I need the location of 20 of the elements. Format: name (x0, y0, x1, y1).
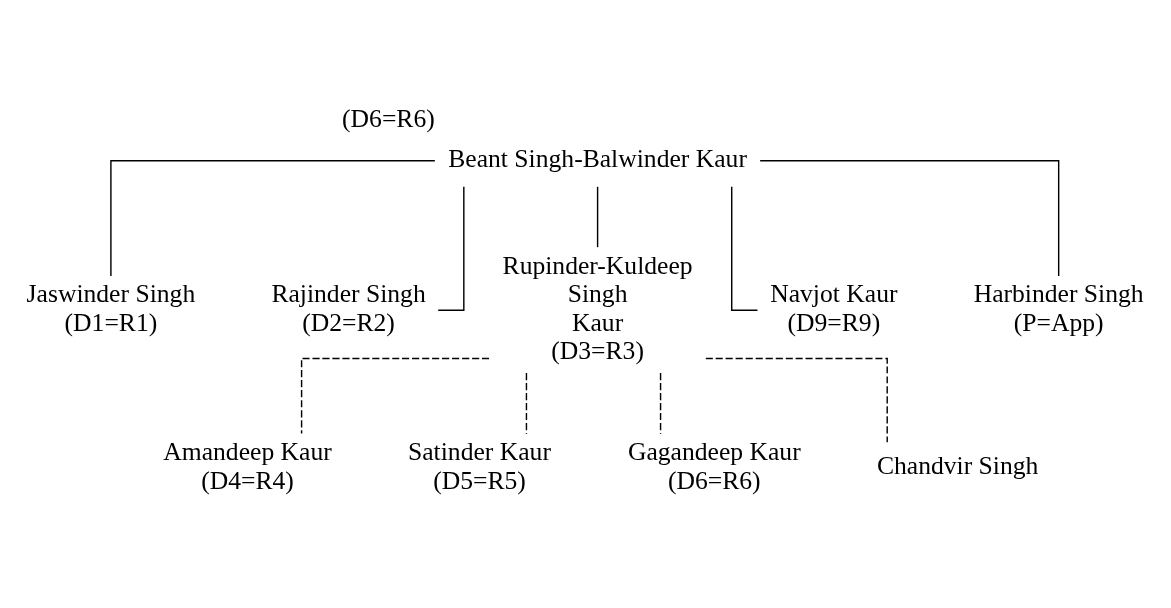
connector (437, 185, 465, 311)
node-label: (D6=R6) (342, 103, 435, 133)
node-text: Satinder Kaur (D5=R5) (408, 436, 551, 495)
node-text: Harbinder Singh (P=App) (973, 278, 1144, 337)
connector (705, 357, 888, 443)
node-text: Rupinder-Kuldeep Singh Kaur (D3=R3) (502, 250, 693, 365)
connector (300, 357, 490, 434)
connector (110, 159, 436, 277)
connector (596, 185, 599, 248)
node-text: Jaswinder Singh (D1=R1) (26, 278, 196, 337)
node-text: Amandeep Kaur (D4=R4) (163, 436, 332, 495)
node-text: Navjot Kaur (D9=R9) (770, 278, 898, 337)
connector (525, 371, 528, 434)
node-text: Beant Singh-Balwinder Kaur (448, 143, 747, 173)
node-text: Chandvir Singh (876, 450, 1039, 480)
connector (731, 185, 759, 311)
connector (759, 159, 1060, 277)
node-text: Rajinder Singh (D2=R2) (271, 278, 426, 337)
connector (659, 371, 662, 434)
node-text: Gagandeep Kaur (D6=R6) (627, 436, 801, 495)
